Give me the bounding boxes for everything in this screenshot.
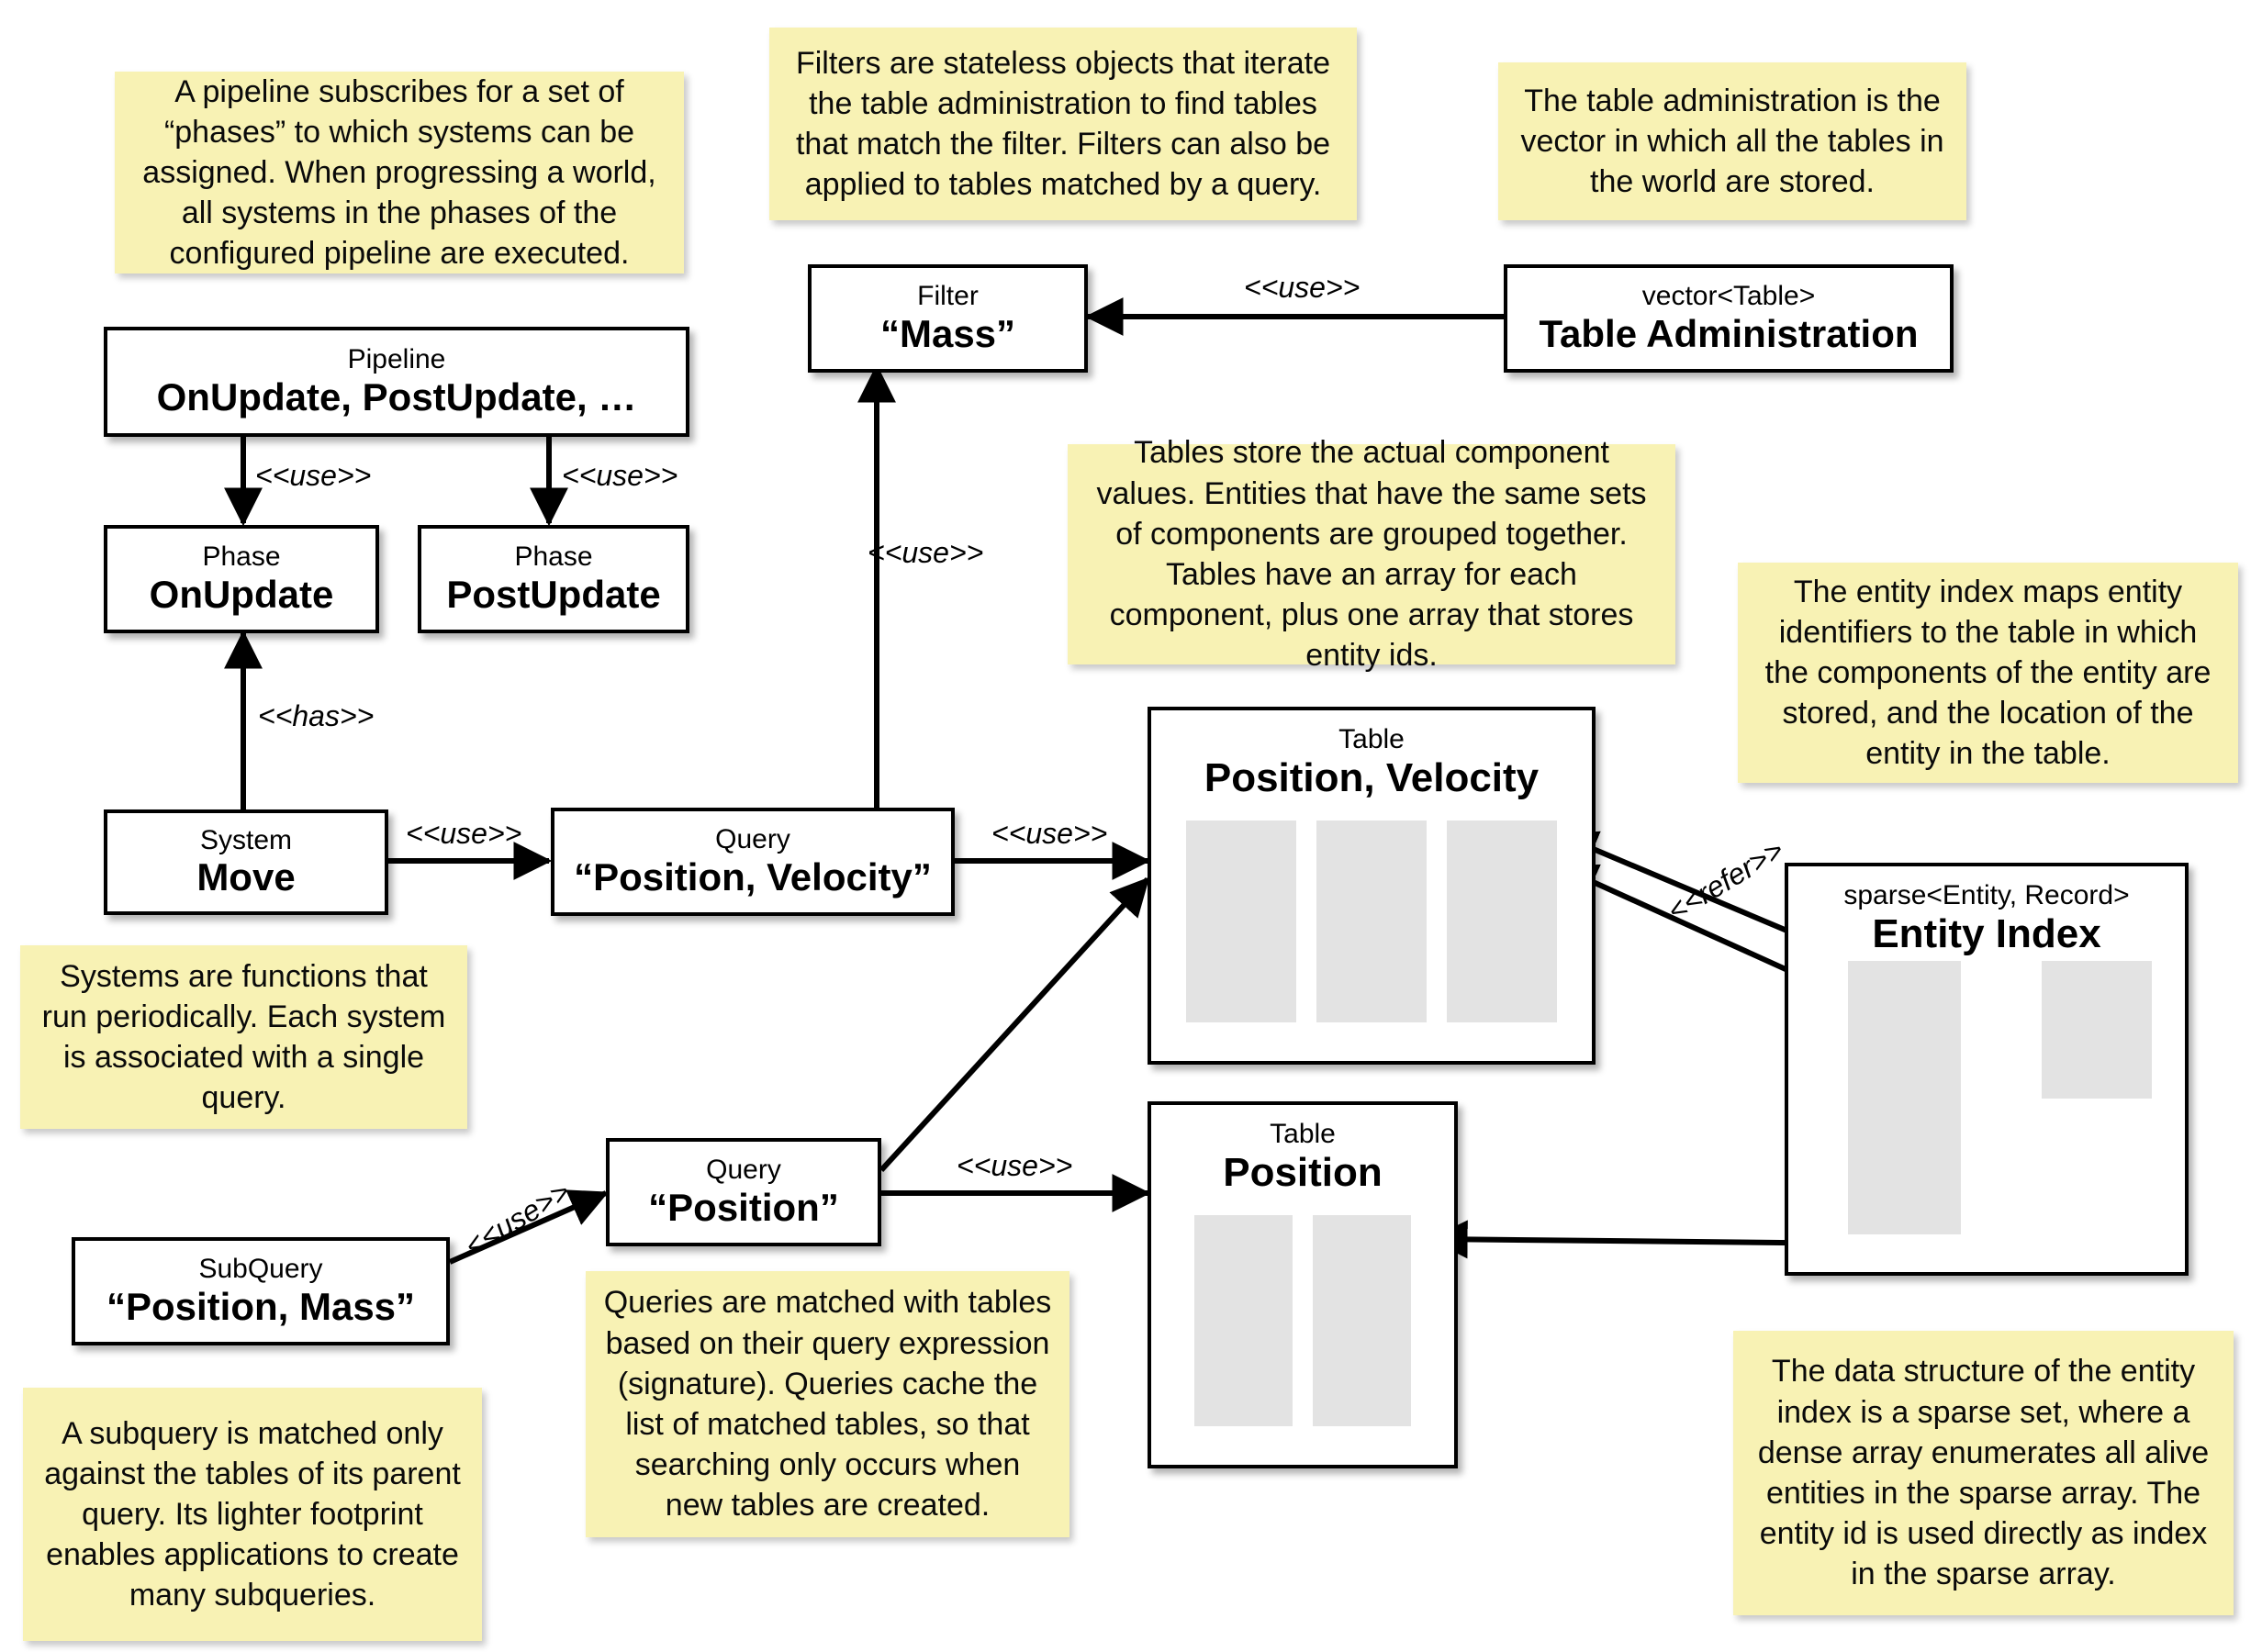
node-system-move-stereotype: System [199, 824, 293, 855]
node-table-administration-stereotype: vector<Table> [1641, 281, 1816, 312]
node-table-position-stereotype: Table [1270, 1119, 1336, 1149]
edge-label-entity-index-refer: <<refer>> [1662, 832, 1790, 928]
node-pipeline-stereotype: Pipeline [347, 344, 446, 375]
node-filter-mass[interactable]: Filter “Mass” [808, 264, 1088, 373]
note-entity-index: The entity index maps entity identifiers… [1738, 563, 2238, 783]
edge-label-subquery-uses-query: <<use>> [459, 1174, 576, 1263]
node-system-move[interactable]: System Move [104, 809, 388, 915]
entity-index-dense-array-block [2042, 961, 2152, 1099]
node-query-position-velocity[interactable]: Query “Position, Velocity” [551, 808, 955, 916]
node-filter-mass-stereotype: Filter [917, 281, 979, 312]
node-query-position-name: “Position” [648, 1185, 839, 1229]
node-filter-mass-name: “Mass” [879, 311, 1016, 355]
node-phase-postupdate[interactable]: Phase PostUpdate [418, 525, 689, 633]
node-phase-onupdate-stereotype: Phase [202, 541, 281, 573]
table-column-block [1313, 1214, 1411, 1426]
node-pipeline[interactable]: Pipeline OnUpdate, PostUpdate, … [104, 327, 689, 437]
node-query-position-stereotype: Query [706, 1155, 781, 1186]
edge-label-pipeline-to-postupdate: <<use>> [562, 459, 678, 492]
table-column-block [1316, 820, 1427, 1022]
node-phase-onupdate[interactable]: Phase OnUpdate [104, 525, 379, 633]
table-position-columns [1151, 1214, 1454, 1426]
note-pipeline: A pipeline subscribes for a set of “phas… [115, 72, 684, 273]
edge-label-system-has-phase: <<has>> [258, 699, 375, 732]
node-table-position-velocity[interactable]: Table Position, Velocity [1148, 707, 1596, 1065]
node-query-position[interactable]: Query “Position” [606, 1138, 881, 1246]
table-column-block [1194, 1214, 1293, 1426]
node-pipeline-name: OnUpdate, PostUpdate, … [156, 374, 637, 419]
node-table-position[interactable]: Table Position [1148, 1101, 1458, 1468]
table-position-velocity-columns [1151, 820, 1592, 1022]
edge-label-pipeline-to-onupdate: <<use>> [255, 459, 372, 492]
node-table-administration-name: Table Administration [1539, 311, 1919, 355]
edge-label-query-p-uses-table: <<use>> [957, 1149, 1073, 1182]
note-subquery: A subquery is matched only against the t… [23, 1388, 482, 1641]
entity-index-sparse-array-block [1848, 961, 1961, 1234]
note-queries: Queries are matched with tables based on… [586, 1271, 1069, 1537]
node-subquery-position-mass-name: “Position, Mass” [106, 1284, 416, 1328]
node-query-position-velocity-stereotype: Query [715, 824, 790, 855]
table-column-block [1186, 820, 1296, 1022]
node-phase-postupdate-stereotype: Phase [514, 541, 593, 573]
node-system-move-name: Move [196, 855, 296, 899]
node-entity-index-stereotype: sparse<Entity, Record> [1843, 880, 2130, 910]
node-table-position-velocity-stereotype: Table [1338, 724, 1405, 754]
node-table-administration[interactable]: vector<Table> Table Administration [1504, 264, 1954, 373]
edge-label-query-uses-filter: <<use>> [868, 536, 984, 569]
node-entity-index-name: Entity Index [1872, 910, 2101, 956]
node-table-position-velocity-name: Position, Velocity [1204, 754, 1540, 800]
node-query-position-velocity-name: “Position, Velocity” [574, 854, 932, 899]
node-table-position-name: Position [1223, 1149, 1383, 1195]
table-column-block [1447, 820, 1557, 1022]
node-subquery-position-mass[interactable]: SubQuery “Position, Mass” [72, 1237, 450, 1345]
note-tables: Tables store the actual component values… [1068, 435, 1675, 673]
node-phase-postupdate-name: PostUpdate [446, 572, 661, 616]
note-filter: Filters are stateless objects that itera… [769, 28, 1357, 220]
note-table-admin: The table administration is the vector i… [1498, 62, 1966, 220]
node-subquery-position-mass-stereotype: SubQuery [198, 1254, 323, 1285]
edge-label-tableadmin-uses-filter: <<use>> [1244, 271, 1361, 304]
note-sparse: The data structure of the entity index i… [1733, 1331, 2234, 1615]
edge-label-query-pv-uses-table: <<use>> [991, 817, 1108, 850]
edge-label-system-uses-query: <<use>> [406, 817, 522, 850]
note-systems: Systems are functions that run periodica… [20, 945, 467, 1129]
node-phase-onupdate-name: OnUpdate [149, 572, 334, 616]
